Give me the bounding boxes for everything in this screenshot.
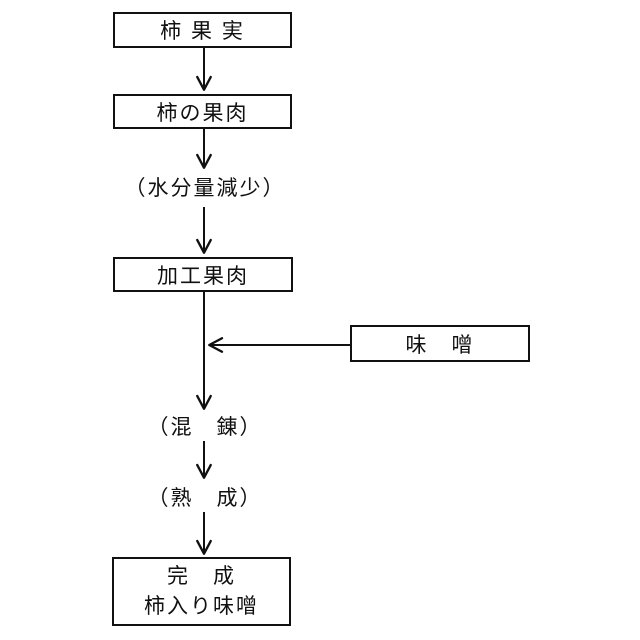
node-processed-flesh: 加工果肉 <box>113 257 293 292</box>
label-kneading: （混 錬） <box>95 411 315 441</box>
node-miso: 味 噌 <box>350 325 530 362</box>
node-persimmon-fruit: 柿 果 実 <box>113 12 292 48</box>
finished-product-line1: 完 成 <box>167 564 236 588</box>
finished-product-line2: 柿入り味噌 <box>144 594 259 618</box>
node-finished-product: 完 成 柿入り味噌 <box>112 557 291 626</box>
node-persimmon-flesh: 柿の果肉 <box>113 94 292 129</box>
label-water-reduction: （水分量減少） <box>95 172 315 202</box>
label-ripening: （熟 成） <box>95 482 315 512</box>
